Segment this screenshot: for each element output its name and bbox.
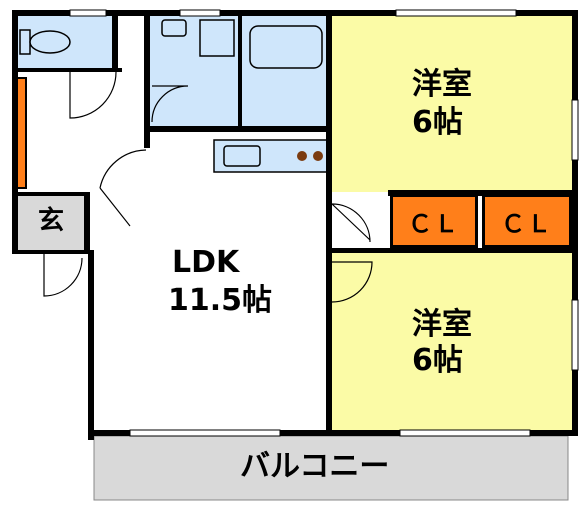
western-room-top-name: 洋室 bbox=[412, 67, 472, 102]
washing-machine bbox=[199, 19, 235, 57]
door-swings bbox=[43, 71, 373, 303]
toilet-bowl bbox=[29, 30, 71, 54]
ldk-size: 11.5帖 bbox=[168, 283, 273, 318]
kitchen-sink bbox=[223, 145, 261, 167]
walls bbox=[12, 10, 578, 440]
windows bbox=[69, 9, 579, 437]
balcony-floor bbox=[93, 435, 569, 501]
balcony-label: バルコニー bbox=[240, 449, 390, 484]
western-room-top-size: 6帖 bbox=[412, 105, 463, 140]
western-room-bottom-floor bbox=[332, 252, 574, 432]
toilet-tank bbox=[19, 29, 31, 55]
closet-right: ＣＬ bbox=[482, 194, 572, 248]
closet-left: ＣＬ bbox=[390, 194, 478, 248]
closet-left-label: ＣＬ bbox=[408, 209, 460, 238]
bathtub bbox=[249, 25, 323, 69]
western-room-bottom-name: 洋室 bbox=[412, 307, 472, 342]
western-room-bottom-size: 6帖 bbox=[412, 343, 463, 378]
entrance-floor bbox=[16, 196, 84, 250]
stove-burner-right bbox=[313, 151, 323, 161]
stove-burner-left bbox=[297, 151, 307, 161]
ldk-name: LDK bbox=[172, 245, 240, 280]
closet-right-label: ＣＬ bbox=[501, 209, 553, 238]
western-room-top-floor bbox=[332, 16, 574, 192]
entrance-label: 玄 bbox=[38, 206, 65, 236]
wash-basin bbox=[161, 19, 187, 37]
